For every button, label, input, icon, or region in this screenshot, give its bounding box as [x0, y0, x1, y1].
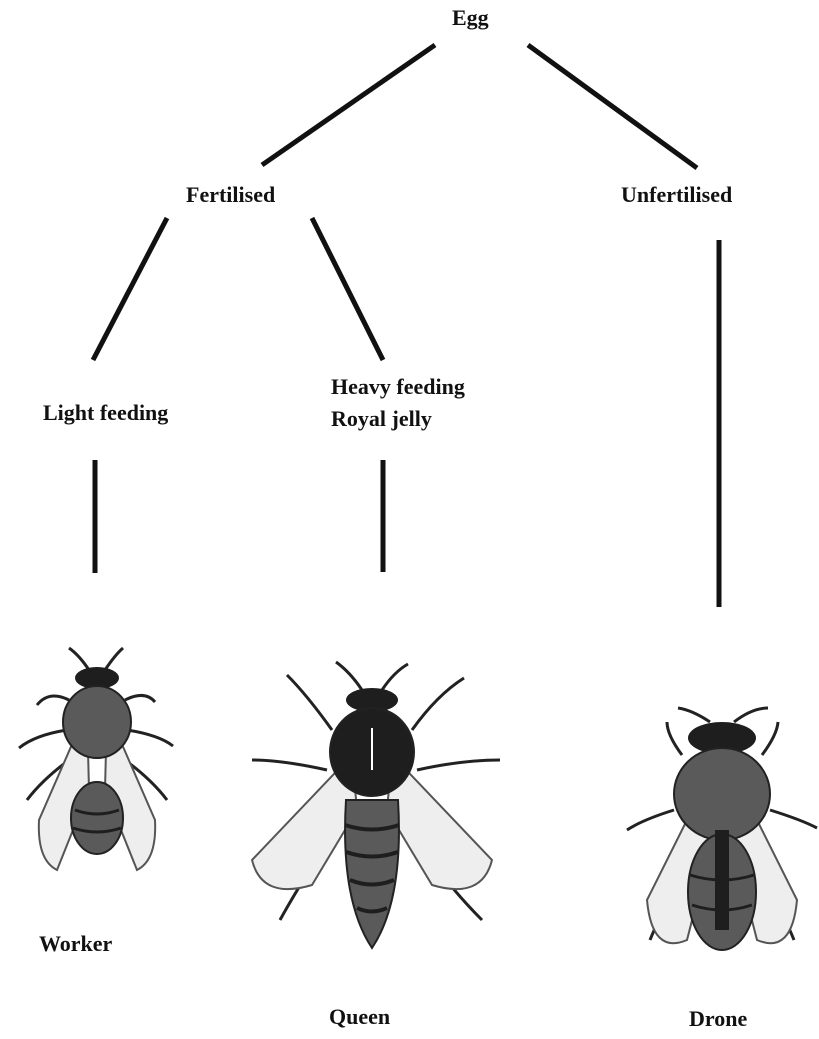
- light-feeding-label: Light feeding: [43, 398, 168, 428]
- egg-label: Egg: [452, 3, 489, 33]
- fertilised-label: Fertilised: [186, 180, 275, 210]
- heavy-feeding-label: Heavy feeding: [331, 372, 465, 402]
- worker-label: Worker: [39, 929, 112, 959]
- drone-label: Drone: [689, 1004, 747, 1034]
- line-fertilised-to-heavy: [312, 218, 383, 360]
- line-fertilised-to-light: [93, 218, 167, 360]
- unfertilised-label: Unfertilised: [621, 180, 732, 210]
- drone-bee-illustration: [627, 708, 817, 950]
- queen-label: Queen: [329, 1002, 390, 1032]
- line-egg-to-unfertilised: [528, 45, 697, 168]
- royal-jelly-label: Royal jelly: [331, 404, 432, 434]
- line-egg-to-fertilised: [262, 45, 435, 165]
- queen-bee-illustration: [252, 662, 500, 948]
- worker-bee-illustration: [19, 648, 173, 870]
